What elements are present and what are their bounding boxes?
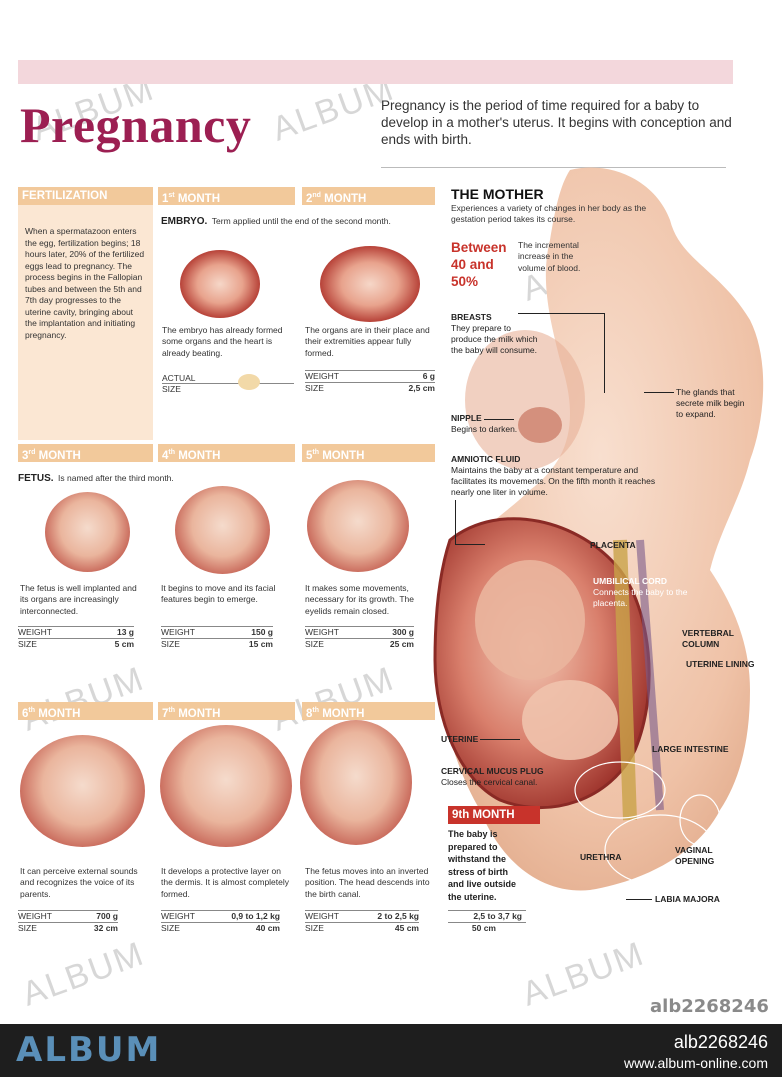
footer-bar: ALBUM alb2268246 www.album-online.com	[0, 1024, 782, 1077]
actual-size-embryo-icon	[238, 374, 260, 390]
month-2-label: 2nd MONTH	[306, 192, 367, 205]
leader-line	[480, 739, 520, 740]
fertilization-panel	[18, 205, 153, 440]
month-9-label: 9th MONTH	[452, 809, 515, 821]
section-bar-month-6: 6th MONTH	[18, 702, 153, 720]
uterine-label: UTERINE	[441, 734, 479, 744]
embryo-month-1-illustration	[180, 250, 260, 318]
uterine-lining-label: UTERINE LINING	[686, 659, 755, 669]
month-1-text: The embryo has already formed some organ…	[162, 325, 283, 358]
section-bar-month-1: 1st MONTH	[158, 187, 295, 205]
month-8-text: The fetus moves into an inverted positio…	[305, 866, 430, 899]
section-bar-fertilization: FERTILIZATION	[18, 187, 153, 205]
watermark: ALBUM	[17, 659, 150, 739]
fetus-month-3-illustration	[45, 492, 130, 572]
vertebral-column-label: VERTEBRAL COLUMN	[682, 628, 734, 649]
footer-url[interactable]: www.album-online.com	[624, 1055, 768, 1071]
fetus-definition: FETUS. Is named after the third month.	[18, 473, 174, 484]
leader-line	[455, 500, 456, 544]
leader-line	[644, 392, 674, 393]
blood-increase-stat: Between 40 and 50%	[451, 240, 507, 289]
placenta-label: PLACENTA	[590, 540, 636, 550]
watermark: ALBUM	[17, 934, 150, 1014]
large-intestine-label: LARGE INTESTINE	[652, 744, 729, 754]
mother-description: Experiences a variety of changes in her …	[451, 203, 647, 225]
month-3-text: The fetus is well implanted and its orga…	[20, 583, 137, 616]
image-code: alb2268246	[650, 996, 769, 1017]
fetus-month-4-illustration	[175, 486, 270, 574]
embryo-month-2-illustration	[320, 246, 420, 322]
fertilization-text: When a spermatazoon enters the egg, fert…	[25, 226, 145, 340]
section-bar-month-7: 7th MONTH	[158, 702, 295, 720]
album-logo: ALBUM	[16, 1030, 162, 1070]
month-4-text: It begins to move and its facial feature…	[161, 583, 276, 605]
leader-line	[484, 419, 514, 420]
section-bar-month-4: 4th MONTH	[158, 444, 295, 462]
mother-heading: THE MOTHER	[451, 186, 544, 202]
labia-majora-label: LABIA MAJORA	[655, 894, 720, 904]
footer-code: alb2268246	[673, 1032, 768, 1052]
month-6-label: 6th MONTH	[22, 707, 81, 720]
month-1-actual-size: ACTUAL SIZE	[162, 373, 294, 394]
month-2-text: The organs are in their place and their …	[305, 325, 430, 358]
leader-line	[455, 544, 485, 545]
section-bar-month-5: 5th MONTH	[302, 444, 435, 462]
month-7-text: It develops a protective layer on the de…	[161, 866, 290, 899]
divider	[381, 167, 726, 168]
month-5-label: 5th MONTH	[306, 449, 365, 462]
fetus-month-5-illustration	[307, 480, 409, 572]
vaginal-opening-label: VAGINAL OPENING	[675, 845, 715, 866]
fetus-month-8-illustration	[300, 720, 412, 845]
month-3-label: 3rd MONTH	[22, 449, 81, 462]
month-6-text: It can perceive external sounds and reco…	[20, 866, 138, 899]
mother-illustration	[433, 167, 764, 891]
section-bar-month-2: 2nd MONTH	[302, 187, 435, 205]
section-bar-month-8: 8th MONTH	[302, 702, 435, 720]
leader-line	[626, 899, 652, 900]
fertilization-label: FERTILIZATION	[22, 190, 108, 202]
month-9-size: 50 cm	[448, 922, 526, 934]
month-5-text: It makes some movements, necessary for i…	[305, 583, 414, 616]
section-bar-month-3: 3rd MONTH	[18, 444, 153, 462]
fetus-month-6-illustration	[20, 735, 145, 847]
month-4-label: 4th MONTH	[162, 449, 221, 462]
month-7-label: 7th MONTH	[162, 707, 221, 720]
embryo-definition: EMBRYO. Term applied until the end of th…	[161, 216, 391, 227]
blood-increase-text: The incremental increase in the volume o…	[518, 240, 581, 273]
section-bar-month-9: 9th MONTH	[448, 806, 540, 824]
month-9-text: The baby is prepared to withstand the st…	[448, 829, 517, 902]
leader-line	[604, 313, 605, 393]
urethra-label: URETHRA	[580, 852, 622, 862]
leader-line	[518, 313, 604, 314]
page-title: Pregnancy	[20, 97, 252, 153]
glands-annotation: The glands that secrete milk begin to ex…	[676, 387, 745, 419]
month-8-label: 8th MONTH	[306, 707, 365, 720]
fetus-month-7-illustration	[160, 725, 292, 847]
month-1-label: 1st MONTH	[162, 192, 221, 205]
header-band	[18, 60, 733, 84]
month-9-weight: 2,5 to 3,7 kg	[448, 910, 526, 922]
intro-text: Pregnancy is the period of time required…	[381, 98, 732, 147]
